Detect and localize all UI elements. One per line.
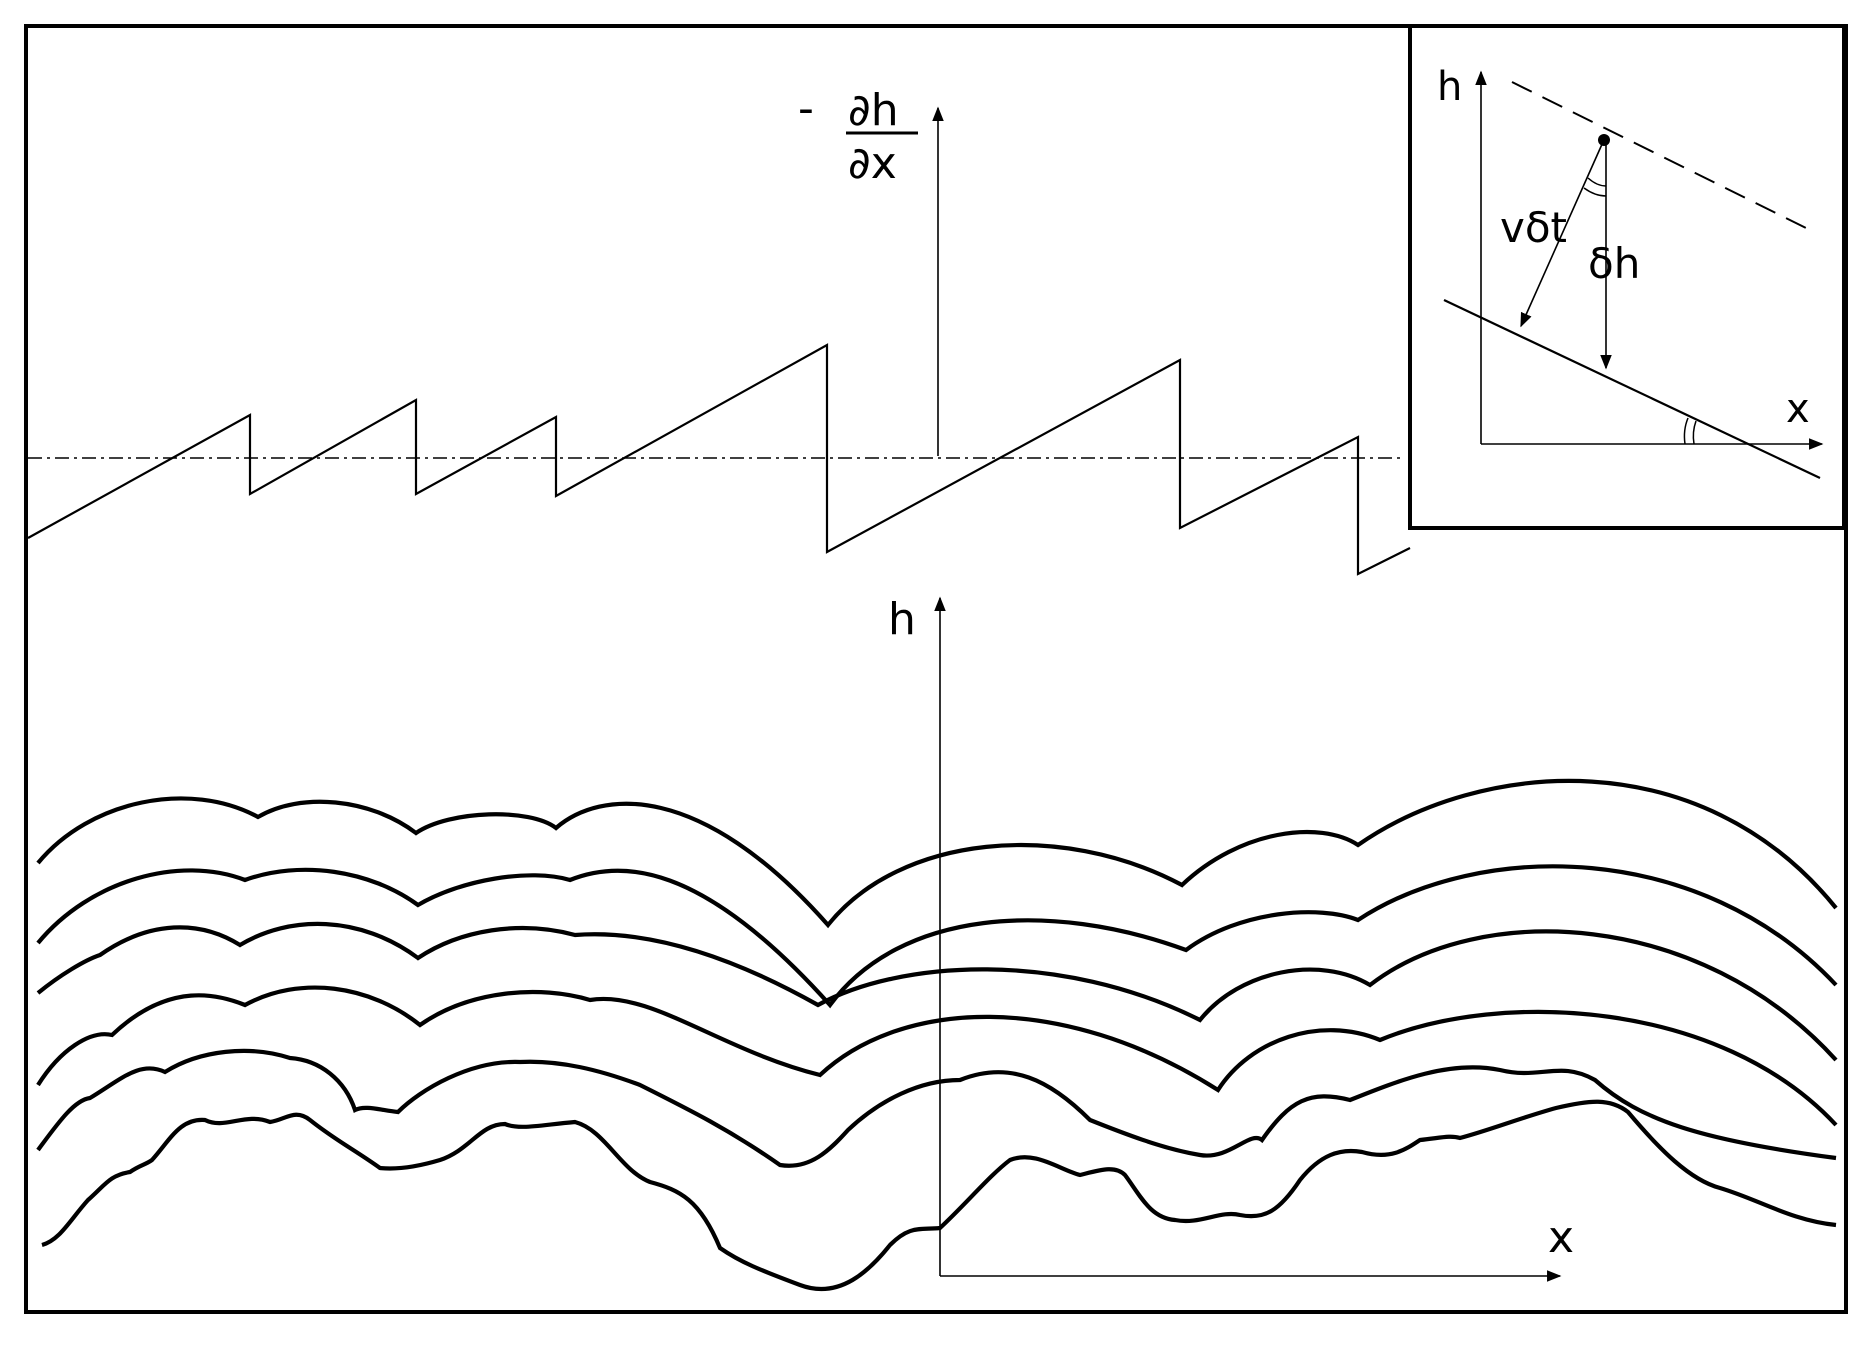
slope-panel: - ∂h ∂x <box>27 83 1411 576</box>
slope-axis-sign: - <box>798 83 814 134</box>
figure-frame <box>24 24 1848 1314</box>
inset-angle-mark-top-2 <box>1583 187 1607 197</box>
profile-curve <box>36 778 1838 929</box>
inset-vdt-arrow <box>1520 141 1604 328</box>
profile-x-label: x <box>1548 1212 1574 1263</box>
slope-axis-label: - ∂h ∂x <box>798 83 918 189</box>
inset-advanced-line <box>1511 81 1811 231</box>
inset-panel: h x vδt δh <box>1408 24 1846 530</box>
slope-sawtooth-curve <box>27 343 1411 576</box>
inset-x-label: x <box>1786 386 1810 432</box>
profile-panel: h x <box>36 594 1838 1292</box>
profile-curve <box>36 1048 1837 1168</box>
profile-curve <box>36 985 1838 1127</box>
profile-curve <box>41 1099 1837 1292</box>
inset-particle <box>1598 134 1610 146</box>
inset-angle-mark-bottom-2 <box>1692 420 1697 445</box>
inset-angle-mark-top <box>1587 177 1607 187</box>
profile-curve <box>36 864 1838 1009</box>
inset-interface-line <box>1443 299 1821 479</box>
profile-h-label: h <box>888 594 916 645</box>
inset-angle-mark-bottom <box>1683 417 1689 445</box>
inset-dh-label: δh <box>1588 239 1640 288</box>
profile-curve <box>36 921 1838 1062</box>
slope-axis-numerator: ∂h <box>848 85 899 136</box>
inset-h-label: h <box>1437 64 1462 110</box>
slope-axis-denominator: ∂x <box>848 138 897 189</box>
inset-vdt-label: vδt <box>1500 203 1567 252</box>
